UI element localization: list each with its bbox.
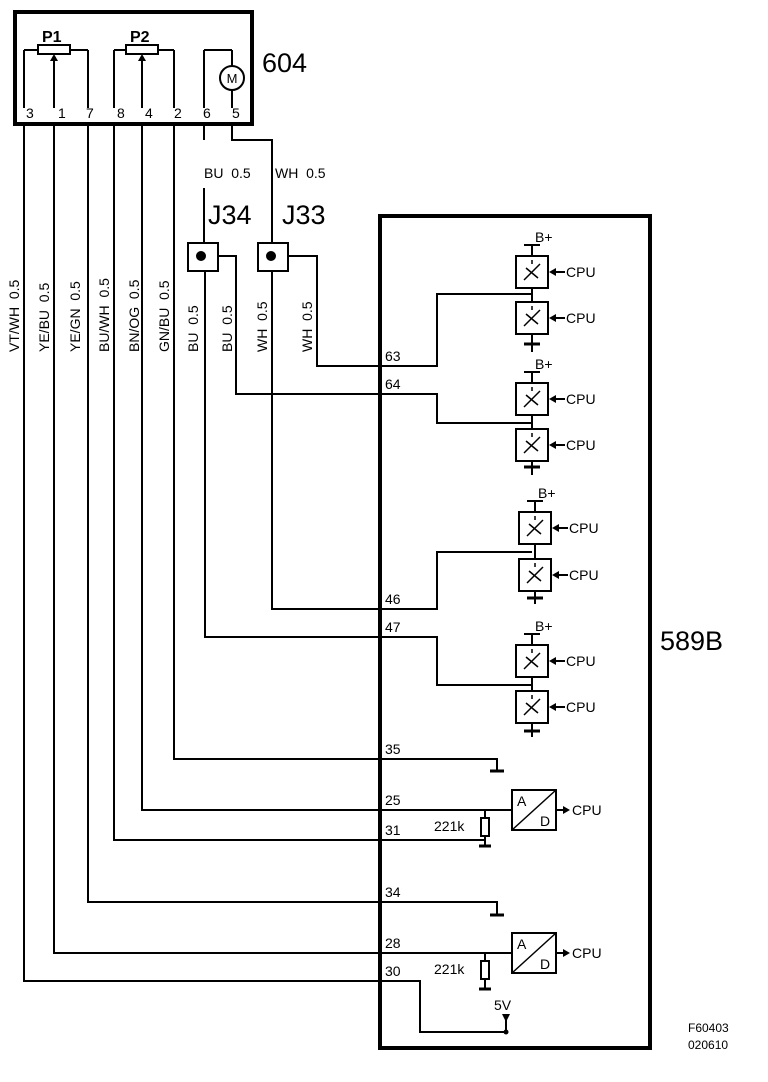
cpu-control-arrows [549, 268, 568, 711]
pin-604-4: 4 [145, 105, 153, 121]
pin-589b-34: 34 [385, 884, 401, 900]
adc1-cpu: CPU [572, 802, 602, 818]
supply-labels: B+ B+ B+ B+ [535, 229, 556, 634]
wire-label-ye-gn: YE/GN 0.5 [67, 281, 83, 352]
wire-label-bu-1: BU 0.5 [185, 305, 201, 352]
motor-symbol [203, 49, 245, 108]
motor-label: M [227, 71, 238, 86]
resistor-2-label: 221k [434, 961, 465, 977]
pin-589b-46: 46 [385, 591, 401, 607]
adc2-a: A [517, 936, 527, 952]
cpu-label-2: CPU [566, 310, 596, 326]
pin-589b-31: 31 [385, 822, 401, 838]
pin-604-7: 7 [86, 105, 94, 121]
pin-589b-25: 25 [385, 792, 401, 808]
driver-pair-4 [515, 633, 549, 737]
adc2-cpu: CPU [572, 945, 602, 961]
vertical-wire-labels: VT/WH 0.5 YE/BU 0.5 YE/GN 0.5 BU/WH 0.5 … [6, 278, 315, 352]
cpu-label-7: CPU [566, 653, 596, 669]
component-604-label: 604 [262, 48, 307, 78]
wire-label-bu-wh: BU/WH 0.5 [96, 278, 112, 352]
wire-label-top-wh: WH 0.5 [275, 165, 326, 181]
pin-589b-47: 47 [385, 619, 401, 635]
wire-label-bu-2: BU 0.5 [219, 305, 235, 352]
supply-label-4: B+ [535, 618, 553, 634]
wire-label-bn-og: BN/OG 0.5 [126, 279, 142, 352]
adc1-a: A [517, 793, 527, 809]
cpu-label-8: CPU [566, 699, 596, 715]
pot-p2-label: P2 [130, 29, 150, 46]
figure-date: 020610 [688, 1038, 728, 1052]
cpu-label-4: CPU [566, 437, 596, 453]
supply-5v [502, 1014, 510, 1035]
component-604-pins: 3 1 7 8 4 2 6 5 [26, 105, 240, 121]
driver-pair-3 [518, 500, 552, 604]
pin-589b-35: 35 [385, 741, 401, 757]
wires [23, 124, 532, 1033]
supply-label-2: B+ [535, 356, 553, 372]
pin-604-2: 2 [174, 105, 182, 121]
wire-label-gn-bu: GN/BU 0.5 [156, 280, 172, 352]
adc-converter-1 [479, 789, 570, 848]
driver-pair-2 [515, 371, 549, 475]
supply-label-3: B+ [538, 485, 556, 501]
pot-p2 [113, 44, 175, 108]
ground-symbols [490, 769, 504, 917]
module-589b-pins: 63 64 46 47 35 25 31 34 28 30 [385, 348, 401, 979]
adc1-d: D [540, 813, 550, 829]
cpu-label-6: CPU [569, 567, 599, 583]
pot-p1 [23, 44, 89, 108]
pin-589b-63: 63 [385, 348, 401, 364]
junction-j33-label: J33 [282, 200, 326, 230]
pin-604-1: 1 [58, 105, 66, 121]
resistor-1-label: 221k [434, 818, 465, 834]
wire-label-wh-1: WH 0.5 [254, 301, 270, 352]
pin-604-5: 5 [232, 105, 240, 121]
module-589b-box [378, 214, 652, 1050]
driver-pair-1 [515, 244, 549, 352]
pot-p1-label: P1 [42, 29, 62, 46]
adc-labels: A D CPU A D CPU 221k 221k [434, 793, 602, 977]
wire-label-vt-wh: VT/WH 0.5 [6, 279, 22, 352]
wire-label-top-bu: BU 0.5 [204, 165, 251, 181]
supply-5v-label: 5V [494, 997, 512, 1013]
pin-589b-64: 64 [385, 376, 401, 392]
wire-label-wh-2: WH 0.5 [299, 301, 315, 352]
pin-604-6: 6 [203, 105, 211, 121]
module-589b-label: 589B [660, 626, 723, 656]
figure-code: F60403 [688, 1021, 729, 1035]
supply-label-1: B+ [535, 229, 553, 245]
pin-604-8: 8 [117, 105, 125, 121]
cpu-label-3: CPU [566, 391, 596, 407]
adc-converter-2 [479, 932, 570, 991]
junction-j34-label: J34 [208, 200, 252, 230]
pin-604-3: 3 [26, 105, 34, 121]
adc2-d: D [540, 956, 550, 972]
wire-label-ye-bu: YE/BU 0.5 [36, 283, 52, 352]
cpu-labels: CPU CPU CPU CPU CPU CPU CPU CPU [566, 264, 599, 715]
cpu-label-5: CPU [569, 520, 599, 536]
component-604-box [13, 10, 254, 126]
cpu-label-1: CPU [566, 264, 596, 280]
pin-589b-30: 30 [385, 963, 401, 979]
pin-589b-28: 28 [385, 935, 401, 951]
